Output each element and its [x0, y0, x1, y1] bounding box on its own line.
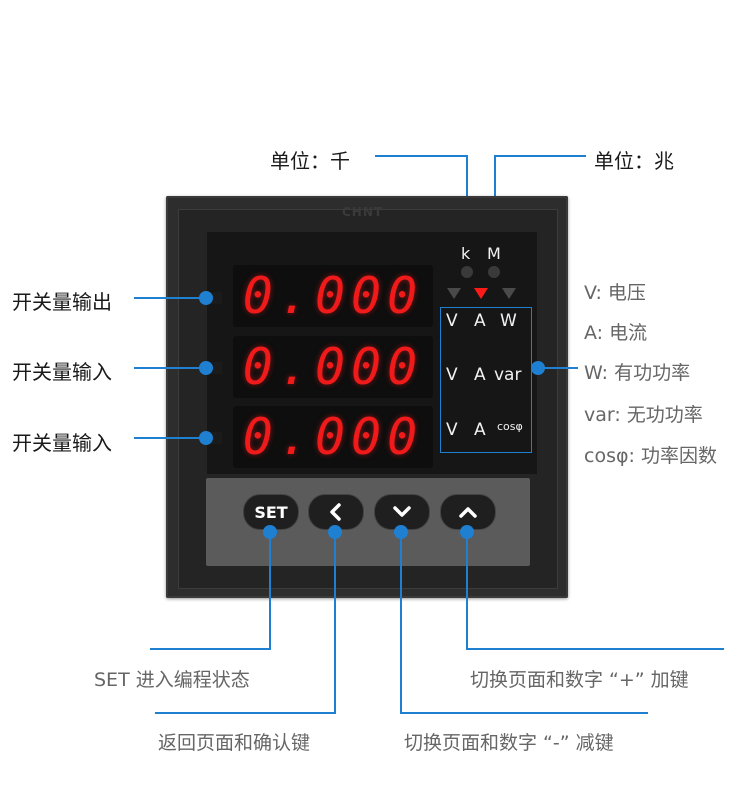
unit-v: V	[446, 420, 458, 440]
legend-w: W: 有功功率	[584, 362, 691, 384]
switch-indicator	[212, 432, 222, 444]
leader-line	[466, 532, 468, 650]
legend-var: var: 无功功率	[584, 404, 703, 426]
leader-line	[400, 712, 648, 714]
chevron-left-icon	[330, 503, 341, 521]
legend-a: A: 电流	[584, 322, 648, 344]
leader-line	[150, 648, 271, 650]
down-description: 切换页面和数字 “-” 减键	[404, 732, 614, 754]
display-row-3: 0.000	[233, 406, 433, 468]
switch-output-label: 开关量输出	[12, 290, 112, 314]
switch-indicator	[212, 362, 222, 374]
mega-led	[488, 266, 500, 278]
chevron-up-icon	[459, 507, 477, 518]
leader-line	[466, 648, 724, 650]
unit-w: W	[500, 311, 517, 331]
callout-dot	[531, 361, 545, 375]
brand-logo: CHNT	[342, 205, 384, 219]
leader-line	[494, 155, 586, 157]
kilo-led	[461, 266, 473, 278]
indicator-triangle-active	[474, 288, 488, 299]
unit-v: V	[446, 311, 458, 331]
unit-a: A	[474, 365, 486, 385]
up-button[interactable]	[440, 494, 496, 530]
back-button[interactable]	[308, 494, 364, 530]
kilo-indicator-label: k	[461, 244, 471, 263]
leader-line	[134, 367, 206, 369]
leader-line	[400, 532, 402, 714]
legend-cosphi: cosφ: 功率因数	[584, 445, 717, 467]
back-description: 返回页面和确认键	[158, 732, 311, 754]
callout-dot	[199, 291, 213, 305]
leader-line	[134, 437, 206, 439]
set-button-label: SET	[254, 502, 288, 522]
switch-input-label: 开关量输入	[12, 431, 112, 455]
set-button[interactable]: SET	[243, 494, 299, 530]
display-row-1: 0.000	[233, 265, 433, 327]
display-value: 0.000	[242, 338, 424, 396]
leader-line	[334, 532, 336, 714]
set-description: SET 进入编程状态	[94, 669, 250, 691]
chevron-down-icon	[393, 506, 411, 517]
unit-a: A	[474, 311, 486, 331]
leader-line	[375, 155, 467, 157]
callout-dot	[199, 431, 213, 445]
leader-line	[269, 532, 271, 650]
legend-v: V: 电压	[584, 282, 646, 304]
indicator-triangle	[502, 288, 516, 299]
unit-cosphi: cosφ	[497, 420, 523, 433]
unit-a: A	[474, 420, 486, 440]
unit-var: var	[494, 365, 522, 385]
switch-input-label: 开关量输入	[12, 360, 112, 384]
mega-indicator-label: M	[487, 244, 501, 263]
unit-kilo-label: 单位：千	[270, 149, 350, 173]
unit-v: V	[446, 365, 458, 385]
unit-indicator-box	[440, 307, 532, 453]
leader-line	[538, 367, 578, 369]
indicator-triangle	[447, 288, 461, 299]
callout-dot	[199, 361, 213, 375]
unit-mega-label: 单位：兆	[594, 149, 674, 173]
switch-indicator	[212, 292, 222, 304]
display-row-2: 0.000	[233, 336, 433, 398]
display-value: 0.000	[242, 408, 424, 466]
display-value: 0.000	[242, 267, 424, 325]
leader-line	[155, 712, 336, 714]
up-description: 切换页面和数字 “+” 加键	[470, 669, 689, 691]
leader-line	[134, 297, 206, 299]
